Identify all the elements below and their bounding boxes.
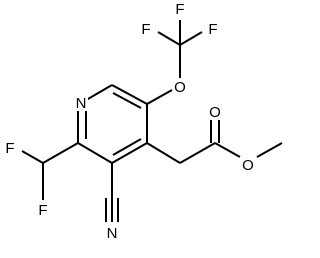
bond-cco-oester [214,142,241,158]
n-nitrile-backdrop [105,223,119,240]
f-top-backdrop [174,0,187,17]
atom-f-right: F [208,21,217,38]
o-carbonyl-backdrop [208,103,223,120]
atom-n-nitrile: N [107,225,118,242]
f-chf2-bottom-backdrop [37,201,50,218]
bond-ch2-cco [179,142,216,164]
f-left-backdrop [140,20,153,37]
bond-oester-ch3 [256,142,283,158]
atom-f-chf2-left: F [5,140,14,157]
atom-f-chf2-bottom: F [38,202,47,219]
atom-n-ring: N [76,95,87,112]
bond-c5-o [146,89,173,105]
bond-ccf3-f-left [157,31,181,46]
f-chf2-left-backdrop [4,139,17,156]
bond-ccf3-f-right [179,31,203,46]
atom-o-ester: O [242,157,254,174]
n-ring-backdrop [74,95,88,111]
bond-c2-chf2 [42,142,79,164]
bond-chf2-f-left [21,150,44,164]
structure-diagram: N O O O F F F F F N [4,0,283,242]
atom-o-ether: O [174,79,186,96]
o-ester-backdrop [241,156,256,173]
bond-c6-c5 [111,84,148,105]
atom-f-left: F [141,21,150,38]
atom-o-carbonyl: O [209,104,221,121]
o-ether-backdrop [173,78,188,95]
atom-f-top: F [175,1,184,18]
f-right-backdrop [207,20,220,37]
bond-c4-ch2 [146,142,181,164]
bond-c6-c5-double [112,92,142,109]
molecule-structure-canvas: N O O O F F F F F N [4,0,283,242]
bond-c3-c2 [77,142,113,164]
bond-c4-c3-double [112,138,142,156]
bond-c4-c3 [111,142,148,164]
